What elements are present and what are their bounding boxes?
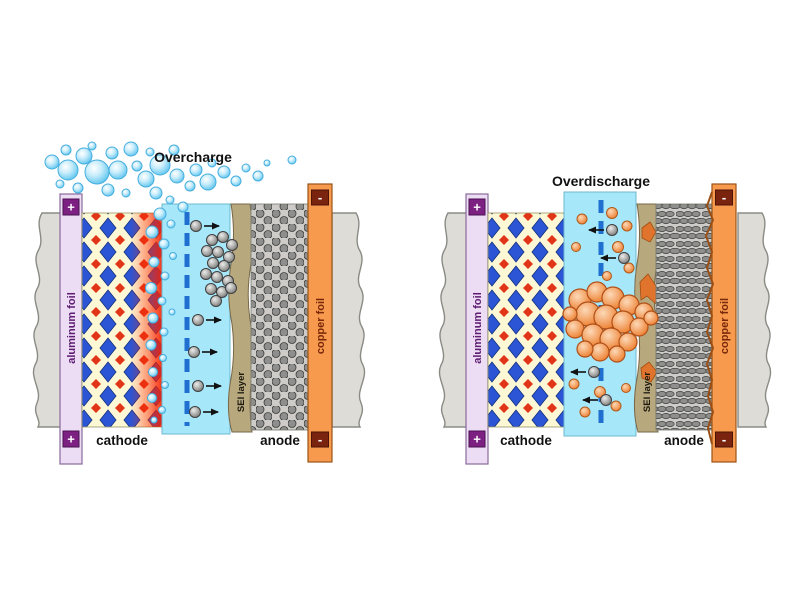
copper-foil [307, 183, 333, 463]
right-current-collector-band [331, 212, 366, 428]
cathode-region [487, 212, 565, 428]
copper-ions [568, 207, 635, 418]
minus-terminal-top [311, 189, 329, 206]
copper-foil-label: copper foil [719, 298, 731, 354]
minus-terminal-top [715, 189, 733, 206]
cathode-label: cathode [96, 433, 148, 448]
minus-terminal-bottom [311, 431, 329, 448]
overcharge-title: Overcharge [154, 149, 232, 165]
plus-terminal-bottom-label: + [473, 432, 481, 447]
plus-terminal-bottom [62, 430, 80, 448]
anode-region [655, 203, 713, 431]
overdischarge-panel: + + aluminum foil SEI layer - - copper f… [438, 173, 772, 465]
minus-terminal-bottom-label: - [722, 432, 726, 447]
copper-foil-label: copper foil [315, 298, 327, 354]
anode-label: anode [260, 433, 300, 448]
cathode-label: cathode [500, 433, 552, 448]
aluminum-foil-label: aluminum foil [472, 292, 484, 364]
right-current-collector-band [737, 212, 772, 428]
plus-terminal-bottom-label: + [67, 432, 75, 447]
overdischarge-title: Overdischarge [552, 173, 650, 189]
lithium-ion-flow-left [570, 224, 630, 406]
plus-terminal-top-label: + [473, 200, 481, 215]
sei-layer-label: SEI layer [642, 372, 653, 412]
anode-label: anode [664, 433, 704, 448]
lithium-ion-flow-right [188, 220, 222, 418]
left-current-collector-band [32, 212, 67, 428]
overcharge-panel: + + aluminum foil SEI layer - - copper f… [32, 141, 366, 465]
minus-terminal-bottom-label: - [318, 432, 322, 447]
lithium-plating-cluster [200, 231, 238, 307]
minus-terminal-bottom [715, 431, 733, 448]
plus-terminal-top-label: + [67, 200, 75, 215]
sei-corrosion-patches [639, 221, 665, 383]
copper-dendrite-cluster [562, 281, 659, 363]
left-current-collector-band [438, 212, 473, 428]
sei-layer-label: SEI layer [236, 372, 247, 412]
copper-corrosion-edge [704, 191, 715, 445]
aluminum-foil-label: aluminum foil [66, 292, 78, 364]
plus-terminal-top [468, 198, 486, 216]
plus-terminal-bottom [468, 430, 486, 448]
minus-terminal-top-label: - [318, 190, 322, 205]
copper-foil [711, 183, 737, 463]
anode-region [250, 203, 309, 431]
gas-bubbles [44, 141, 297, 424]
plus-terminal-top [62, 198, 80, 216]
minus-terminal-top-label: - [722, 190, 726, 205]
